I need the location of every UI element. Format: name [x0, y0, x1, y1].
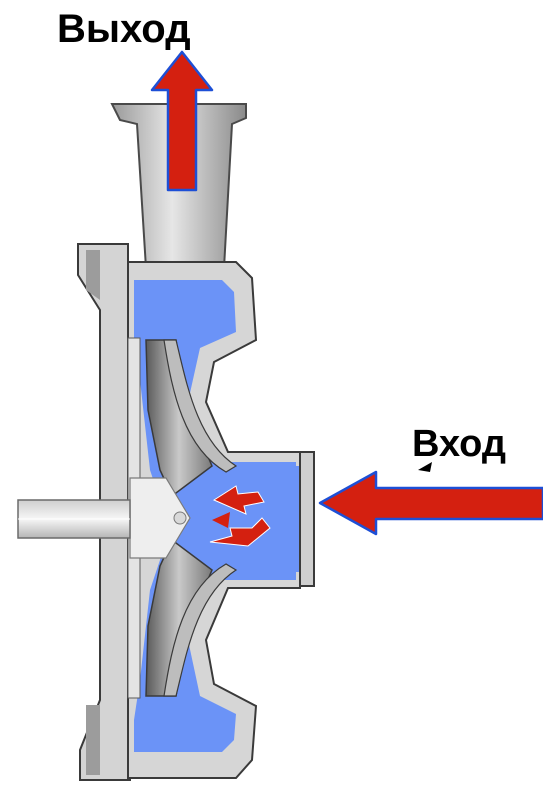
inlet-label: Вход — [412, 423, 506, 465]
pump-shaft — [18, 500, 130, 538]
outlet-label: Выход — [57, 7, 191, 51]
inlet-arrow-icon — [320, 472, 543, 534]
suction-flange — [300, 452, 314, 586]
